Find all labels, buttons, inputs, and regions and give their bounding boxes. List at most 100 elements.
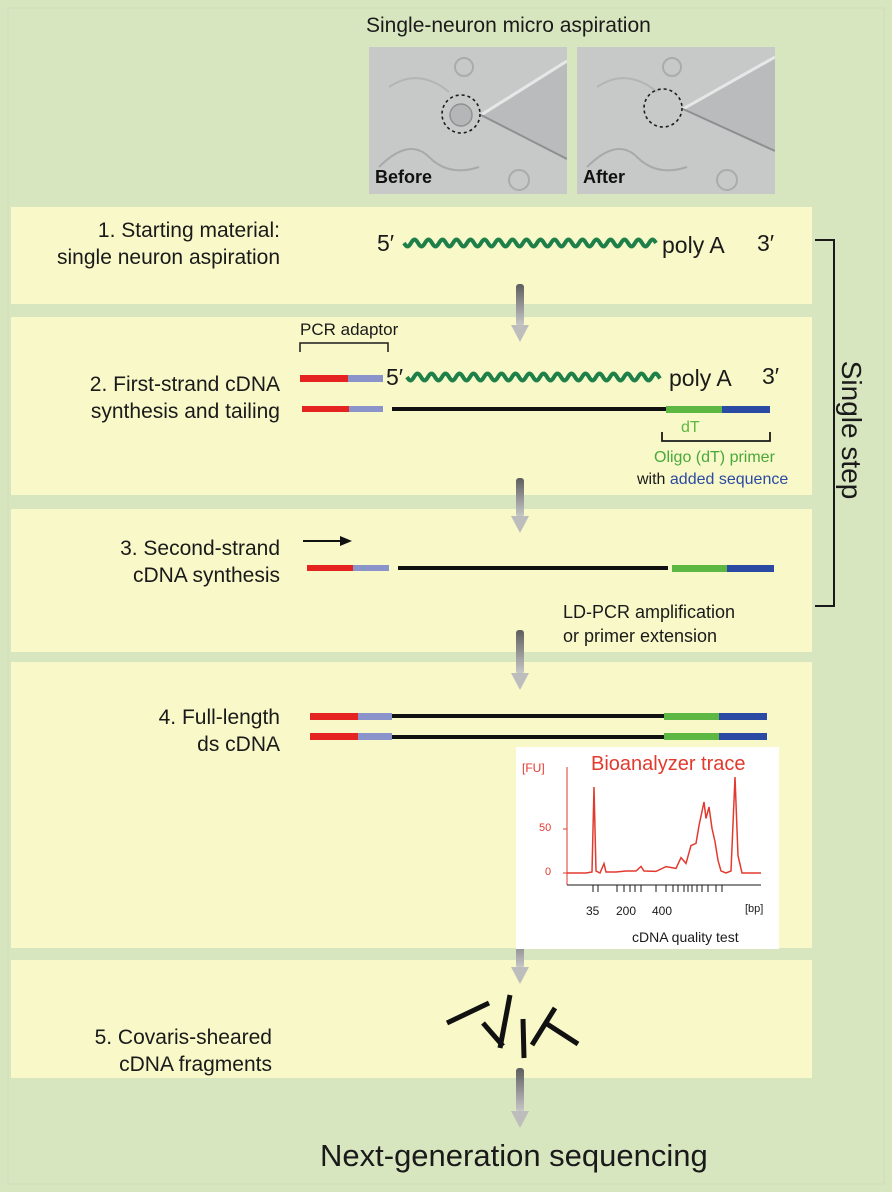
step-4-line-1: 4. Full-length <box>158 706 280 729</box>
adaptor-red <box>302 406 349 412</box>
panel-step-5 <box>11 960 812 1078</box>
photo-before-scene <box>369 47 567 194</box>
added-sequence-text: added sequence <box>669 471 789 488</box>
step-3-label: 3. Second-strand cDNA synthesis <box>120 535 280 589</box>
step-3-line-1: 3. Second-strand <box>120 537 280 560</box>
panel-step-3 <box>11 509 812 652</box>
single-step-label: Single step <box>836 360 867 500</box>
flow-arrow-head <box>511 516 529 533</box>
photo-after: After <box>577 47 775 194</box>
photo-after-scene <box>577 47 775 194</box>
cell-outline <box>586 148 688 172</box>
adaptor-lavender <box>349 406 383 412</box>
rna-wave <box>402 237 658 249</box>
dt-bracket <box>661 432 771 442</box>
cell-outline <box>662 57 682 77</box>
x-tick-label-400: 400 <box>652 904 673 918</box>
flow-arrow-shaft <box>516 1068 524 1112</box>
flow-arrow-shaft <box>516 284 524 326</box>
adaptor-red <box>300 375 348 382</box>
poly-a-label: poly A <box>669 365 732 391</box>
primer-green <box>664 733 719 740</box>
pipette-edge <box>682 108 775 152</box>
after-label: After <box>583 167 626 187</box>
cdna-fragment <box>481 1021 505 1048</box>
cell-outline <box>716 169 738 191</box>
flow-arrow-shaft <box>516 630 524 674</box>
x-unit-label: [bp] <box>745 903 764 915</box>
cdna-fragment <box>497 994 513 1049</box>
photo-before: Before <box>369 47 567 194</box>
panel-step-1 <box>11 207 812 304</box>
with-text: with <box>637 471 666 488</box>
pipette <box>683 57 775 151</box>
bioanalyzer-trace <box>567 776 761 875</box>
pcr-adaptor-bracket <box>299 342 389 352</box>
three-prime-label: 3′ <box>762 363 780 389</box>
pipette <box>481 61 567 159</box>
primer-green <box>672 565 727 572</box>
pcr-adaptor-label: PCR adaptor <box>300 320 399 339</box>
primer-green <box>666 406 722 413</box>
ld-pcr-line-1: LD-PCR amplification <box>563 602 736 622</box>
adaptor-lavender <box>353 565 389 571</box>
primer-blue <box>727 565 774 572</box>
five-prime-label: 5′ <box>386 364 404 390</box>
cell-outline <box>378 148 480 172</box>
cell-outline <box>388 77 450 93</box>
oligo-primer-label: Oligo (dT) primer <box>654 449 775 466</box>
ld-pcr-label: LD-PCR amplification or primer extension <box>563 600 735 648</box>
figure-border <box>7 7 885 1185</box>
flow-arrow-head <box>511 673 529 690</box>
step-2-line-2: synthesis and tailing <box>90 400 280 423</box>
step-4-label: 4. Full-length ds cDNA <box>159 704 280 758</box>
primer-blue <box>719 733 767 740</box>
cdna-fragment <box>529 1006 558 1047</box>
added-sequence-label: with added sequence <box>637 471 788 489</box>
step-2-line-1: 2. First-strand cDNA <box>89 373 280 396</box>
bioanalyzer-title: Bioanalyzer trace <box>591 753 746 775</box>
before-label: Before <box>375 167 433 187</box>
primer-green <box>664 713 719 720</box>
x-tick-label-35: 35 <box>586 904 600 918</box>
adaptor-red <box>310 733 358 740</box>
dt-label: dT <box>681 419 700 436</box>
y-tick-label-0: 0 <box>545 866 552 878</box>
step-5-line-2: cDNA fragments <box>119 1053 272 1076</box>
primer-blue <box>722 406 770 413</box>
target-circle <box>643 88 683 128</box>
extension-arrowhead <box>340 536 352 546</box>
bioanalyzer-caption: cDNA quality test <box>632 929 739 945</box>
adaptor-lavender <box>358 733 392 740</box>
x-tick-label-200: 200 <box>616 904 637 918</box>
step-2-label: 2. First-strand cDNA synthesis and taili… <box>90 371 280 425</box>
flow-arrow-head <box>511 325 529 342</box>
y-tick-label-50: 50 <box>539 822 552 834</box>
pipette-edge <box>480 114 567 160</box>
step-5-label: 5. Covaris-sheared cDNA fragments <box>95 1024 272 1078</box>
y-unit-label: [FU] <box>522 761 545 775</box>
flow-arrow-head <box>511 967 529 984</box>
pipette-edge <box>480 59 567 117</box>
cdna-fragment <box>542 1019 580 1047</box>
cdna-fragment <box>520 1018 527 1059</box>
adaptor-red <box>307 565 353 571</box>
header-title: Single-neuron micro aspiration <box>366 14 651 37</box>
rna-wave <box>405 371 662 383</box>
bioanalyzer-inset: Bioanalyzer trace [FU] 50 0 35 200 400 [… <box>516 747 779 949</box>
flow-arrow-shaft <box>516 478 524 517</box>
cell-outline <box>454 57 474 77</box>
adaptor-lavender <box>358 713 392 720</box>
poly-a-label: poly A <box>662 232 725 258</box>
three-prime-label: 3′ <box>757 230 775 256</box>
step-1-label: 1. Starting material: single neuron aspi… <box>57 217 280 271</box>
bioanalyzer-chart <box>563 767 761 892</box>
adaptor-lavender <box>348 375 383 382</box>
step-5-line-1: 5. Covaris-sheared <box>94 1026 272 1049</box>
single-step-bracket <box>815 239 835 607</box>
five-prime-label: 5′ <box>377 230 395 256</box>
step-3-line-2: cDNA synthesis <box>132 564 280 587</box>
flow-arrow-head <box>511 1111 529 1128</box>
